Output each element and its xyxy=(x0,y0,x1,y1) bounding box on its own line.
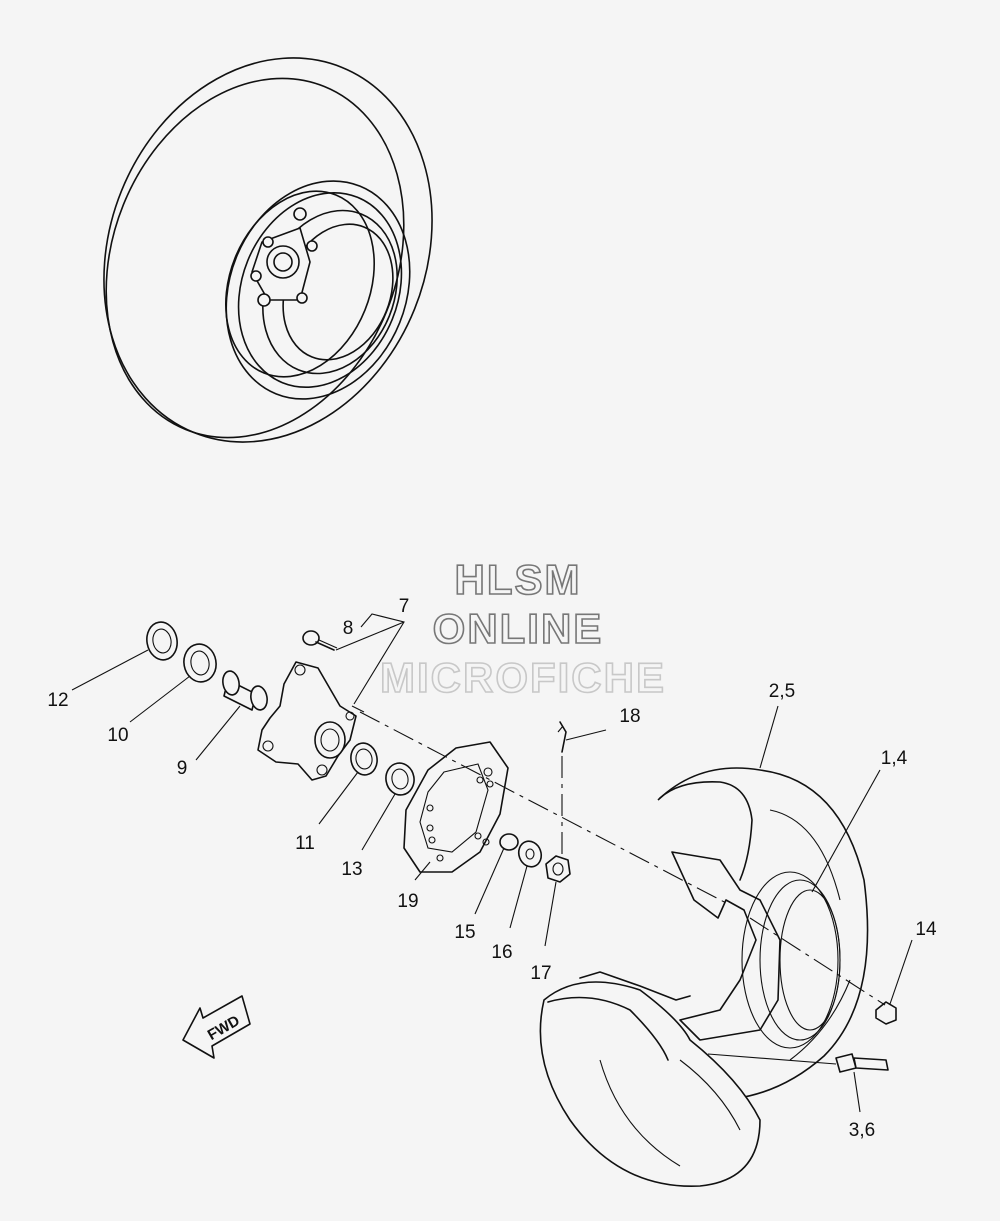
part-12-bearing xyxy=(146,621,178,661)
wheel-hub xyxy=(250,207,318,307)
callout-12: 12 xyxy=(47,690,68,711)
part-19-brake-disc xyxy=(403,741,509,873)
lower-rim-tire-half xyxy=(539,971,761,1187)
callout-9: 9 xyxy=(177,758,188,779)
callout-19: 19 xyxy=(397,891,418,912)
part-11-bearing xyxy=(350,742,378,776)
watermark-line-2: ONLINE xyxy=(433,605,604,652)
watermark-line-3: MICROFICHE xyxy=(380,654,666,701)
part-8-bolt xyxy=(302,630,338,651)
callout-11: 11 xyxy=(295,833,315,854)
part-17-nut xyxy=(545,855,571,883)
part-1-4-rim xyxy=(671,851,841,1049)
callout-13: 13 xyxy=(341,859,362,880)
part-15-spacer xyxy=(499,833,519,851)
callout-7: 7 xyxy=(399,596,410,617)
callout-labels: 12 10 9 8 7 11 13 19 15 16 17 18 2,5 1,4… xyxy=(47,596,937,1141)
part-13-seal xyxy=(385,762,415,796)
part-18-cotter-pin xyxy=(557,721,567,753)
part-7-hub xyxy=(257,661,365,781)
callout-1-4: 1,4 xyxy=(881,748,908,769)
fwd-arrow-icon: FWD xyxy=(182,995,251,1059)
watermark: HLSM ONLINE MICROFICHE xyxy=(379,555,666,702)
watermark-line-1: HLSM xyxy=(455,556,582,603)
part-16-washer xyxy=(517,840,543,868)
callout-2-5: 2,5 xyxy=(769,681,795,702)
callout-8: 8 xyxy=(343,618,354,639)
callout-16: 16 xyxy=(491,942,512,963)
leader-lines xyxy=(71,613,913,1113)
callout-17: 17 xyxy=(530,963,551,984)
callout-10: 10 xyxy=(107,725,128,746)
callout-15: 15 xyxy=(454,922,475,943)
part-3-6-valve xyxy=(835,1053,889,1073)
part-14-nut xyxy=(875,1001,897,1025)
callout-3-6: 3,6 xyxy=(849,1120,875,1141)
callout-18: 18 xyxy=(619,706,640,727)
callout-14: 14 xyxy=(915,919,937,940)
assembled-wheel xyxy=(103,57,433,443)
assembly-axis xyxy=(359,711,886,1006)
valve-axis xyxy=(707,1053,837,1065)
part-10-bearing xyxy=(183,643,217,683)
part-9-spacer xyxy=(222,670,268,711)
